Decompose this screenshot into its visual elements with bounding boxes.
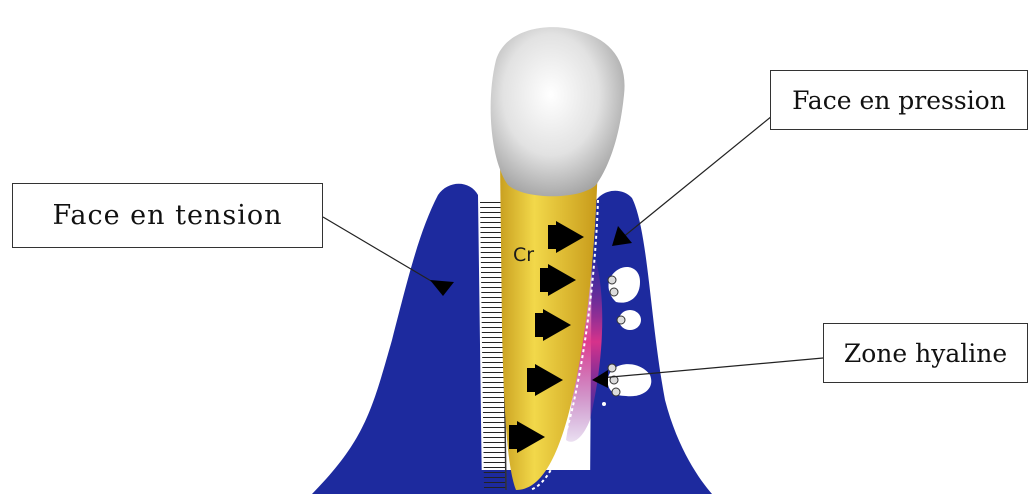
bone-left xyxy=(312,184,482,494)
leader-pression xyxy=(612,116,772,246)
crown xyxy=(491,27,625,196)
label-face-en-tension: Face en tension xyxy=(12,183,323,248)
label-face-en-pression: Face en pression xyxy=(770,70,1028,130)
label-zone-hyaline: Zone hyaline xyxy=(823,323,1028,383)
bone-right xyxy=(590,191,712,494)
cr-label: Cr xyxy=(513,244,534,266)
